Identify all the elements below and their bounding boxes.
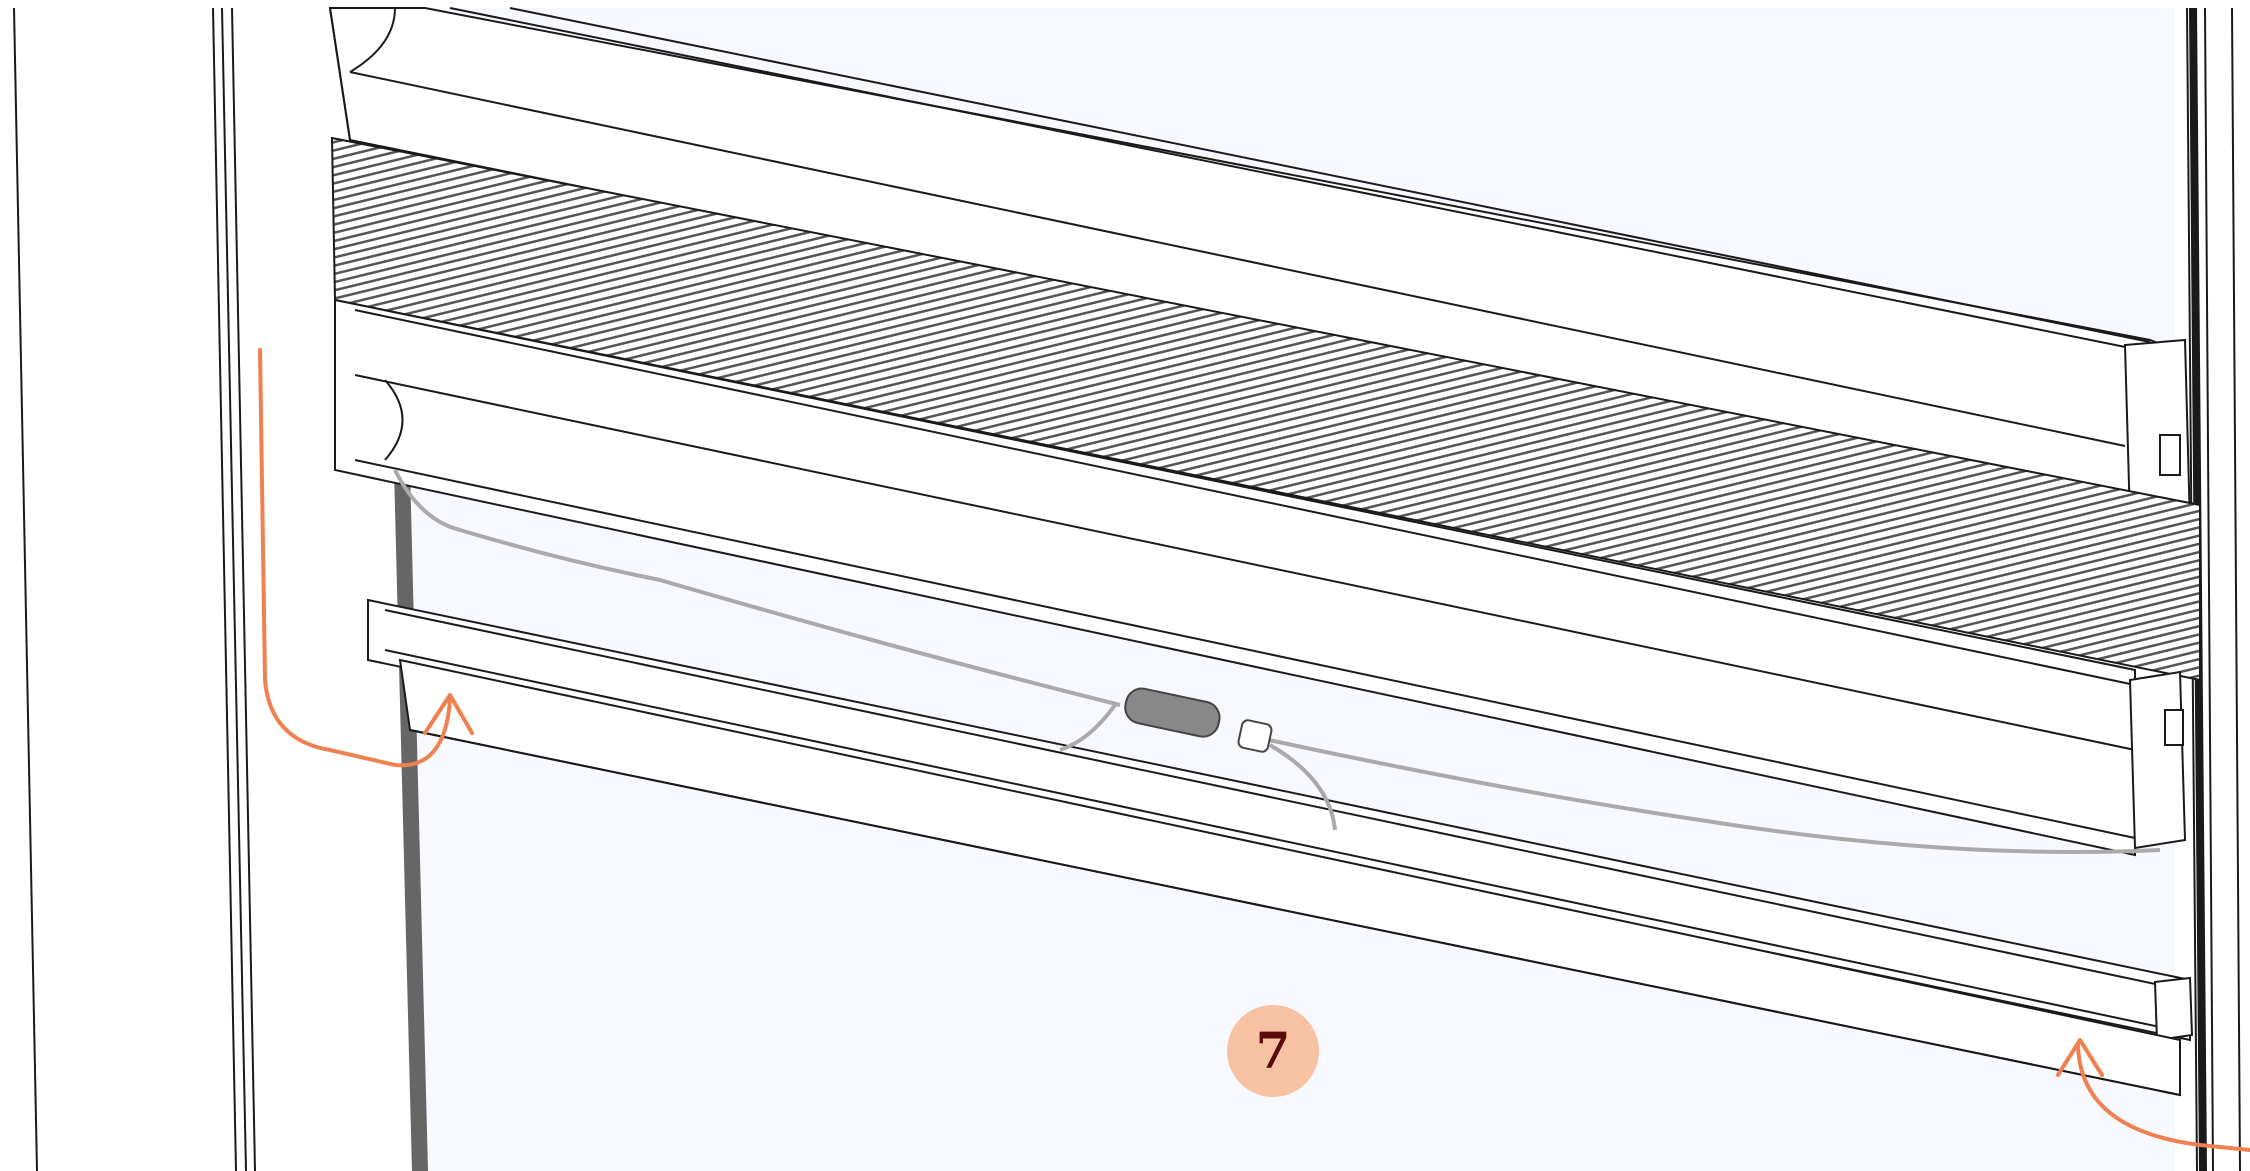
tension-cord xyxy=(393,469,2161,854)
window-frame xyxy=(13,7,2241,1171)
bottom-rail xyxy=(367,598,2194,1097)
up-arrow-icon xyxy=(258,348,474,768)
pleated-fabric xyxy=(330,136,2201,682)
tension-spring xyxy=(1124,687,1273,753)
step-number-badge: 7 xyxy=(1227,1005,1319,1097)
step-number: 7 xyxy=(1255,1021,1291,1080)
middle-rail xyxy=(334,298,2187,857)
headrail-end-cap xyxy=(2123,338,2192,527)
up-arrow-icon xyxy=(2056,1038,2250,1152)
